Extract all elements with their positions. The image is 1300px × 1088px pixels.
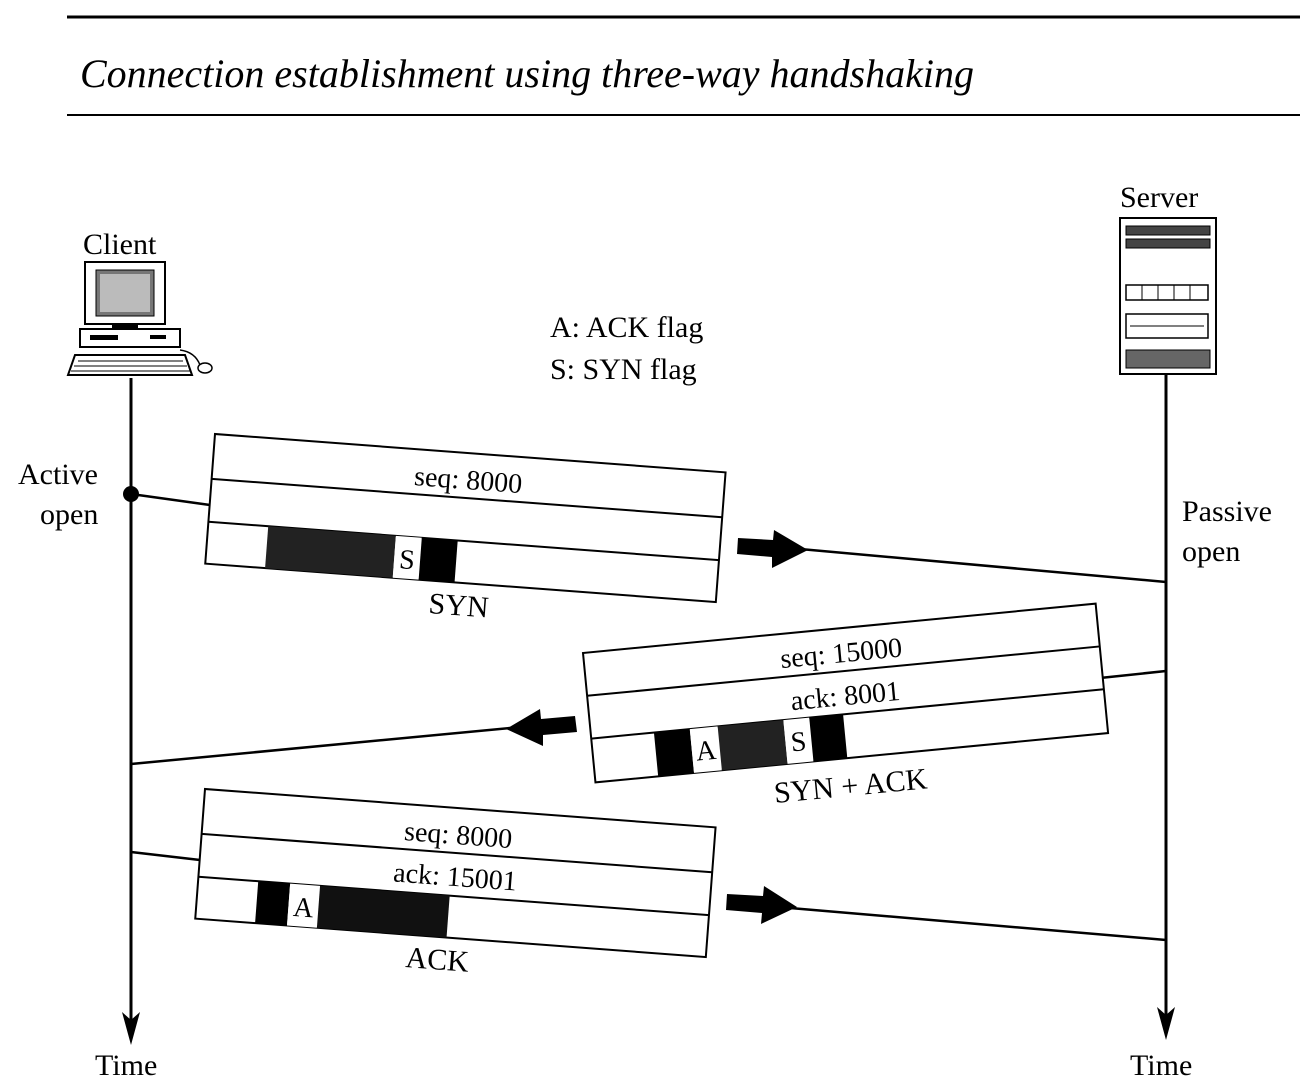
syn-direction-arrow (737, 530, 808, 568)
synack-line-right (1099, 669, 1167, 680)
passive-open-label-line2: open (1182, 535, 1240, 568)
syn-line-right (799, 547, 1167, 584)
legend-ack-flag: A: ACK flag (550, 311, 703, 344)
syn-fin-bit (418, 537, 458, 583)
legend-syn-flag: S: SYN flag (550, 353, 697, 386)
syn-segment-box: seq: 8000 S (204, 432, 727, 604)
server-label: Server (1120, 181, 1198, 214)
synack-flag-a-letter: A (694, 735, 718, 768)
client-computer-icon (66, 261, 213, 376)
synack-segment-box: seq: 15000 ack: 8001 A S (581, 602, 1110, 784)
passive-open-label-line1: Passive (1182, 495, 1272, 528)
synack-fin-bit (809, 714, 848, 762)
client-label: Client (83, 228, 157, 261)
ack-remaining-bits (316, 885, 450, 938)
ack-segment-label: ACK (404, 941, 470, 979)
synack-line-left (130, 726, 511, 766)
synack-segment-label: SYN + ACK (773, 762, 929, 810)
ack-line-left (130, 850, 201, 862)
ack-flag-a-letter: A (292, 892, 315, 924)
syn-reserved-bits (265, 526, 396, 578)
syn-line-left (130, 492, 211, 507)
ack-flag-a-cell (286, 883, 321, 928)
syn-flag-s-cell (392, 535, 422, 580)
ack-urg-bit (255, 881, 291, 926)
synack-flag-s-cell (783, 717, 814, 764)
page-title: Connection establishment using three-way… (80, 51, 974, 96)
ack-line-right (789, 906, 1167, 942)
synack-urg-bit (653, 729, 695, 777)
client-time-arrowhead (122, 1012, 140, 1045)
synack-direction-arrow (506, 709, 577, 746)
synack-flag-a-cell (689, 726, 722, 773)
server-time-arrowhead (1157, 1007, 1175, 1040)
syn-flag-s-letter: S (398, 544, 416, 576)
server-time-label: Time (1130, 1049, 1192, 1082)
ack-direction-arrow (726, 886, 797, 924)
server-icon (1119, 217, 1217, 375)
client-time-label: Time (95, 1049, 157, 1082)
active-open-label-line1: Active (18, 458, 98, 491)
active-open-label-line2: open (40, 498, 98, 531)
synack-flag-s-letter: S (789, 726, 807, 758)
ack-segment-box: seq: 8000 ack: 15001 A (194, 787, 717, 959)
synack-psh-rst-bits (717, 720, 788, 771)
syn-segment-label: SYN (427, 587, 489, 624)
